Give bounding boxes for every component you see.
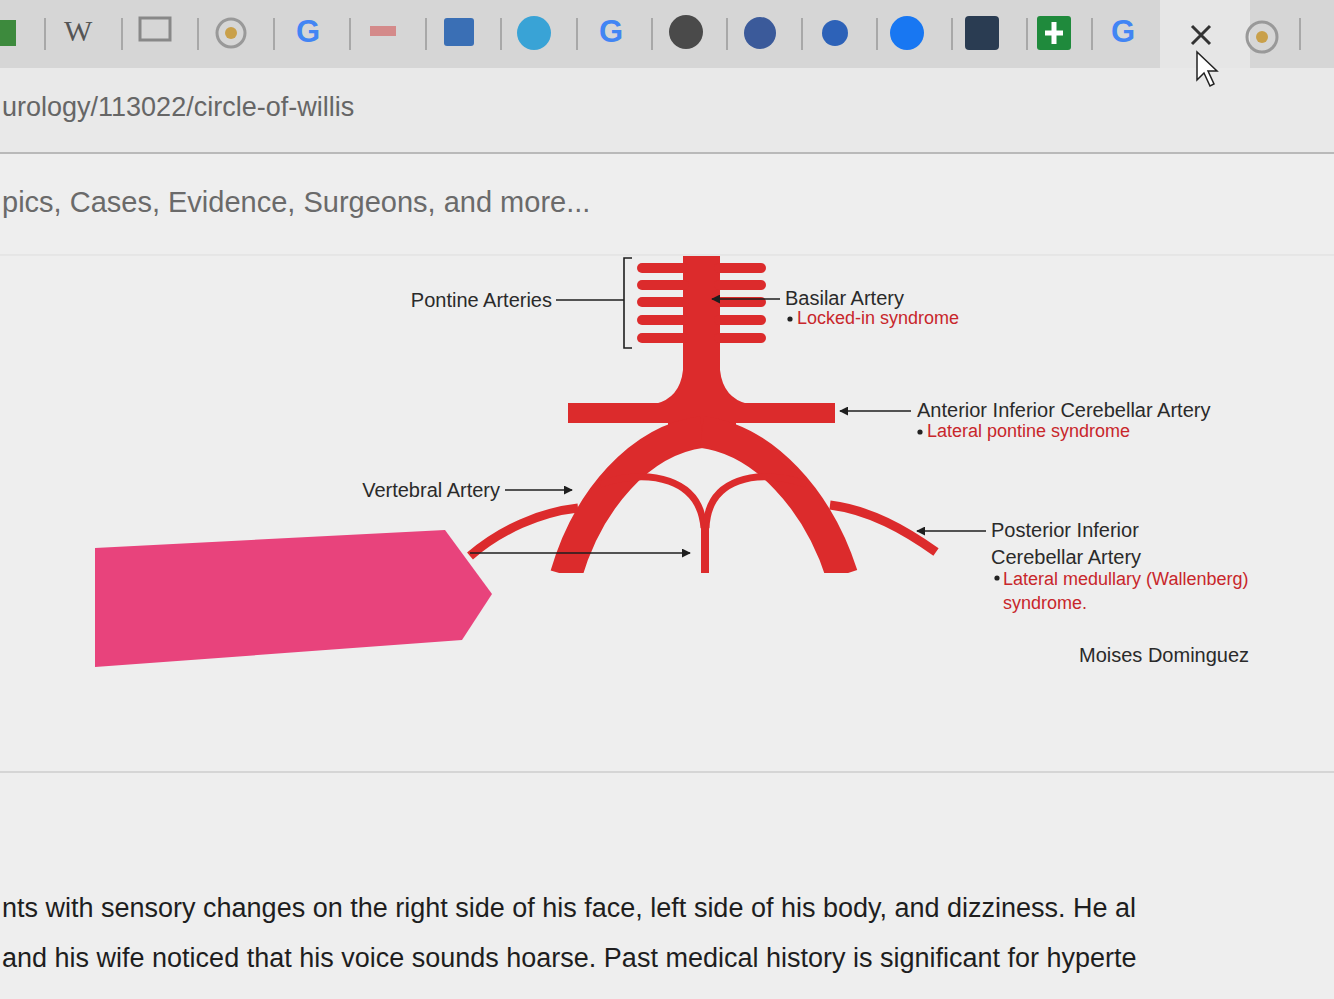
- case-text: and his wife noticed that his voice soun…: [2, 943, 1137, 974]
- divider-line: [0, 152, 1334, 154]
- divider-line: [0, 255, 1334, 256]
- tab-icons: [0, 15, 1277, 86]
- active-tab: [1160, 0, 1250, 68]
- tab-icon-letter: G: [599, 14, 623, 50]
- artery-illustration: [470, 432, 936, 575]
- tab-icon-letter: G: [1111, 14, 1135, 50]
- address-bar: [0, 68, 1334, 152]
- case-text: nts with sensory changes on the right si…: [2, 893, 1136, 924]
- divider-line: [0, 771, 1334, 773]
- tab-bar: [0, 0, 1334, 68]
- url-text: urology/113022/circle-of-willis: [2, 92, 354, 123]
- syndrome-note: Lateral medullary (Wallenberg) syndrome.: [1003, 567, 1273, 615]
- syndrome-note: Locked-in syndrome: [797, 308, 959, 329]
- part-label: Vertebral Artery: [362, 479, 500, 502]
- page-ground: [0, 154, 1334, 999]
- sticky-note: [95, 530, 492, 667]
- bullet-dot: [787, 316, 999, 580]
- search-hint: pics, Cases, Evidence, Surgeons, and mor…: [2, 186, 590, 219]
- part-label: Pontine Arteries: [411, 289, 552, 312]
- artery-illustration: [568, 256, 835, 443]
- tab-icon-letter: W: [64, 14, 92, 49]
- author-credit: Moises Dominguez: [1079, 644, 1249, 667]
- syndrome-note: Lateral pontine syndrome: [927, 421, 1130, 442]
- part-label: Basilar Artery: [785, 287, 904, 310]
- part-label: Posterior Inferior Cerebellar Artery: [991, 517, 1186, 571]
- tab-icon-letter: G: [296, 14, 320, 50]
- part-label: Anterior Inferior Cerebellar Artery: [917, 399, 1210, 422]
